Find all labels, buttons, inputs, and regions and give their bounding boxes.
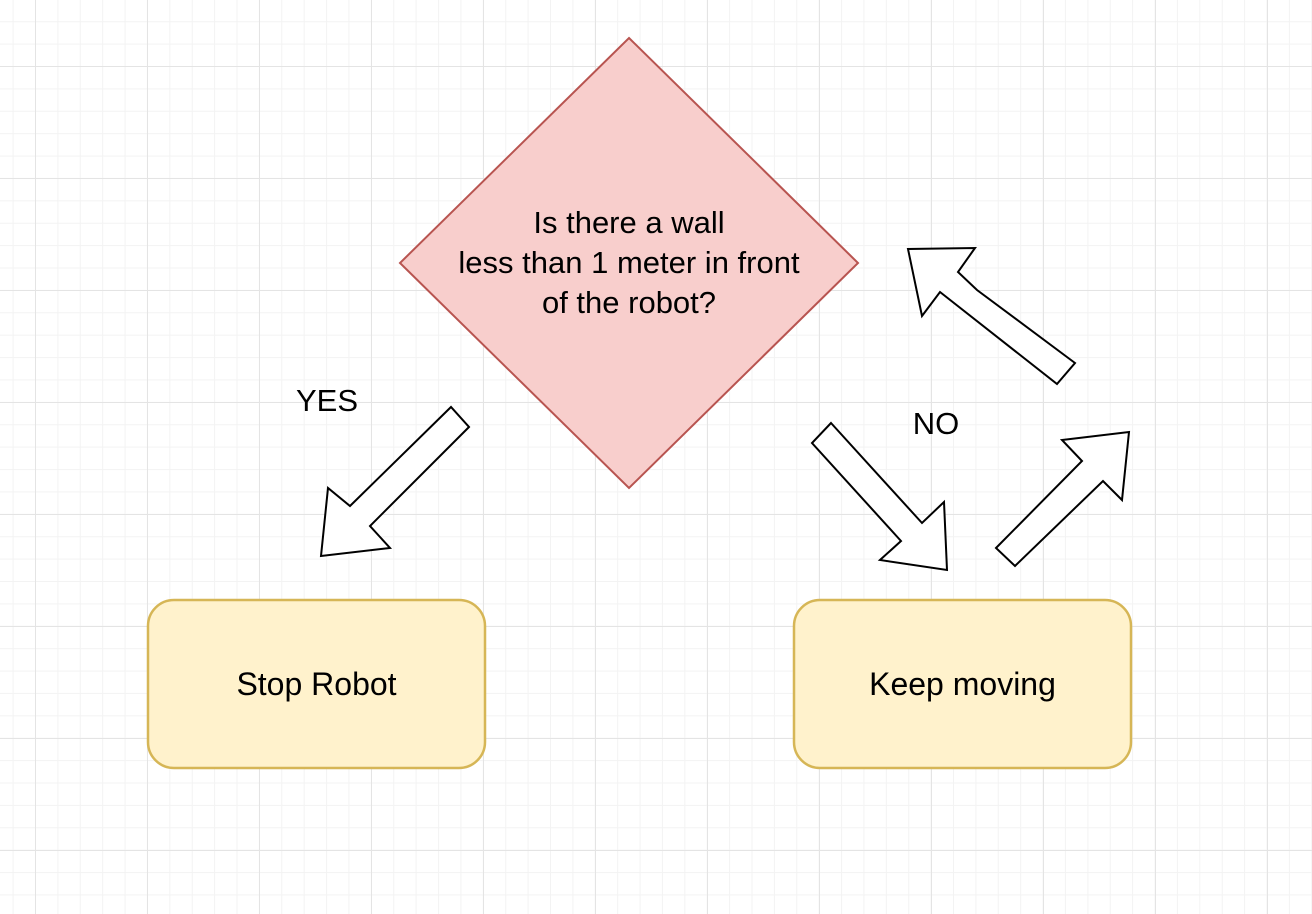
decision-line-3: of the robot? [541,285,717,320]
loop-back-arrow[interactable] [906,246,1077,386]
yes-arrow[interactable] [319,405,471,558]
no-label: NO [912,406,960,441]
stop-robot-label: Stop Robot [236,666,397,702]
no-arrow[interactable] [810,421,949,572]
decision-label: Is there a wall less than 1 meter in fro… [400,203,858,323]
keep-moving-box[interactable] [792,598,1133,770]
loop-up-arrow[interactable] [994,430,1131,568]
decision-line-1: Is there a wall [533,205,725,240]
decision-line-2: less than 1 meter in front [458,245,800,280]
decision-diamond[interactable] [398,36,860,490]
stop-robot-box[interactable] [146,598,487,770]
keep-moving-label: Keep moving [869,666,1056,702]
yes-label: YES [295,383,359,418]
